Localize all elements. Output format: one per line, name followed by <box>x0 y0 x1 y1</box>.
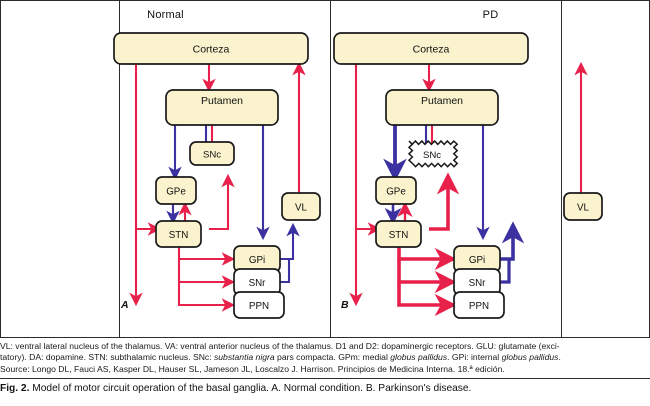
figure-caption: Fig. 2. Model of motor circuit operation… <box>0 383 650 394</box>
notes-rule <box>0 378 650 380</box>
node-ppn[interactable] <box>453 291 505 319</box>
caption-label: Fig. 2. <box>0 383 30 394</box>
node-gpi-label: GPi <box>469 255 485 266</box>
node-vl-label: VL <box>295 203 308 214</box>
node-stn-label: STN <box>169 230 189 241</box>
node-gpe[interactable] <box>375 176 417 205</box>
node-gpe-label: GPe <box>386 187 406 198</box>
node-cortex[interactable] <box>333 32 529 65</box>
node-ppn[interactable] <box>233 291 285 319</box>
node-snc-label: SNc <box>423 150 441 161</box>
frame-divider-center <box>330 1 331 337</box>
panel-normal: Normal <box>1 1 330 339</box>
node-vl-label: VL <box>577 203 590 214</box>
node-cortex[interactable] <box>113 32 309 65</box>
notes-line-2-italic-2: globus pallidus <box>390 352 448 363</box>
node-stn-label: STN <box>389 230 409 241</box>
frame-divider-right <box>561 1 562 337</box>
node-snc-label: SNc <box>203 150 221 161</box>
node-putamen[interactable] <box>385 89 499 126</box>
node-snc[interactable] <box>407 139 459 168</box>
panel-pd-letter: B <box>341 299 349 311</box>
figure-frame: Normal <box>0 0 650 338</box>
notes-line-2-part-c: . GPi: internal <box>447 352 502 363</box>
caption-text: Model of motor circuit operation of the … <box>32 383 472 394</box>
notes-line-2: tatory). DA: dopamine. STN: subthalamic … <box>0 352 650 363</box>
node-ppn-label: PPN <box>469 301 489 312</box>
node-ppn-label: PPN <box>249 301 269 312</box>
panel-normal-title: Normal <box>147 9 184 21</box>
node-snr-label: SNr <box>249 278 267 289</box>
node-vl[interactable] <box>281 192 321 221</box>
node-vl[interactable] <box>563 192 603 221</box>
panel-pd-title: PD <box>482 9 499 21</box>
node-putamen[interactable] <box>165 89 279 126</box>
notes-line-3-source: Source: Longo DL, Fauci AS, Kasper DL, H… <box>0 363 505 374</box>
notes-line-2-italic-1: substantia nigra <box>213 352 275 363</box>
node-stn[interactable] <box>155 220 202 248</box>
notes-line-2-part-b: pars compacta. GPm: medial <box>274 352 391 363</box>
figure-notes: VL: ventral lateral nucleus of the thala… <box>0 341 650 380</box>
node-cortex-label: Corteza <box>193 44 230 56</box>
node-putamen-label: Putamen <box>421 95 463 107</box>
node-gpe-label: GPe <box>166 187 186 198</box>
notes-line-2-italic-3: globus pallidus <box>501 352 559 363</box>
panel-normal-letter: A <box>120 299 129 311</box>
frame-divider-left <box>119 1 120 337</box>
panel-normal-diagram: Corteza Putamen SNc GPe STN VL GPi SNr P… <box>113 32 321 319</box>
panel-pd-diagram: Corteza Putamen SNc GPe STN VL GPi SNr P… <box>333 32 603 319</box>
notes-line-2-part-d: . <box>558 352 561 363</box>
panel-pd: PD <box>330 1 650 339</box>
node-putamen-label: Putamen <box>201 95 243 107</box>
node-cortex-label: Corteza <box>413 44 450 56</box>
node-gpi-label: GPi <box>249 255 265 266</box>
node-snc[interactable] <box>189 141 235 166</box>
notes-line-2-part-a: tatory). DA: dopamine. STN: subthalamic … <box>0 352 214 363</box>
notes-line-1: VL: ventral lateral nucleus of the thala… <box>0 341 560 351</box>
node-stn[interactable] <box>375 220 422 248</box>
node-snr-label: SNr <box>469 278 487 289</box>
node-gpe[interactable] <box>155 176 197 205</box>
